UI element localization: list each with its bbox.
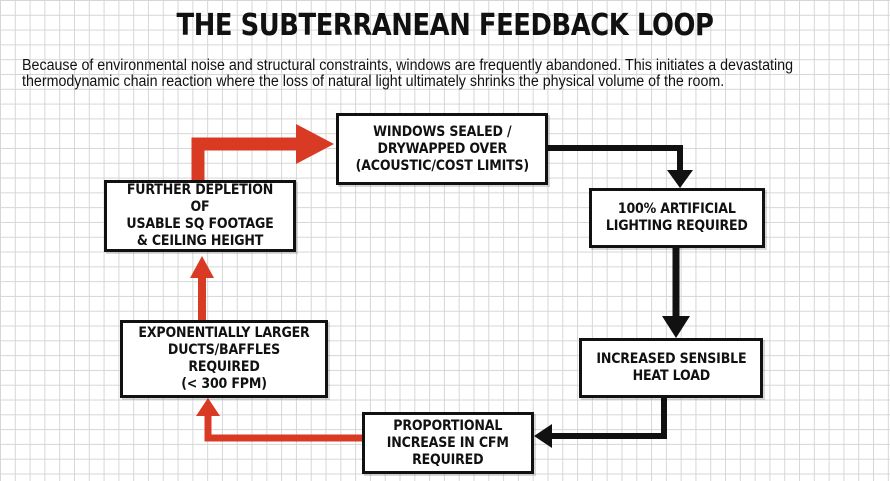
node-windows-sealed: WINDOWS SEALED / DRYWAPPED OVER (ACOUSTI… [336,113,548,185]
arrow-footage-to-windows [191,124,334,180]
page-title: THE SUBTERRANEAN FEEDBACK LOOP [176,8,714,43]
arrow-cfm-to-ducts [196,398,362,442]
node-artificial-lighting: 100% ARTIFICIAL LIGHTING REQUIRED [589,188,765,248]
node-sensible-heat: INCREASED SENSIBLE HEAT LOAD [579,338,763,398]
node-sensible-heat-label: INCREASED SENSIBLE HEAT LOAD [595,351,747,384]
arrow-lighting-to-heat [662,248,690,338]
arrow-ducts-to-footage [190,256,214,320]
node-cfm-increase-label: PROPORTIONAL INCREASE IN CFM REQUIRED [387,417,509,468]
node-ducts-baffles: EXPONENTIALLY LARGER DUCTS/BAFFLES REQUI… [120,320,328,398]
page-subtitle: Because of environmental noise and struc… [22,57,794,90]
node-sq-footage: FURTHER DEPLETION OF USABLE SQ FOOTAGE &… [104,180,296,252]
arrow-heat-to-cfm [534,396,667,448]
arrow-windows-to-lighting [546,145,693,188]
node-ducts-baffles-label: EXPONENTIALLY LARGER DUCTS/BAFFLES REQUI… [138,325,310,392]
node-artificial-lighting-label: 100% ARTIFICIAL LIGHTING REQUIRED [606,201,748,234]
node-cfm-increase: PROPORTIONAL INCREASE IN CFM REQUIRED [362,412,534,474]
node-windows-sealed-label: WINDOWS SEALED / DRYWAPPED OVER (ACOUSTI… [355,123,529,174]
node-sq-footage-label: FURTHER DEPLETION OF USABLE SQ FOOTAGE &… [126,182,274,249]
